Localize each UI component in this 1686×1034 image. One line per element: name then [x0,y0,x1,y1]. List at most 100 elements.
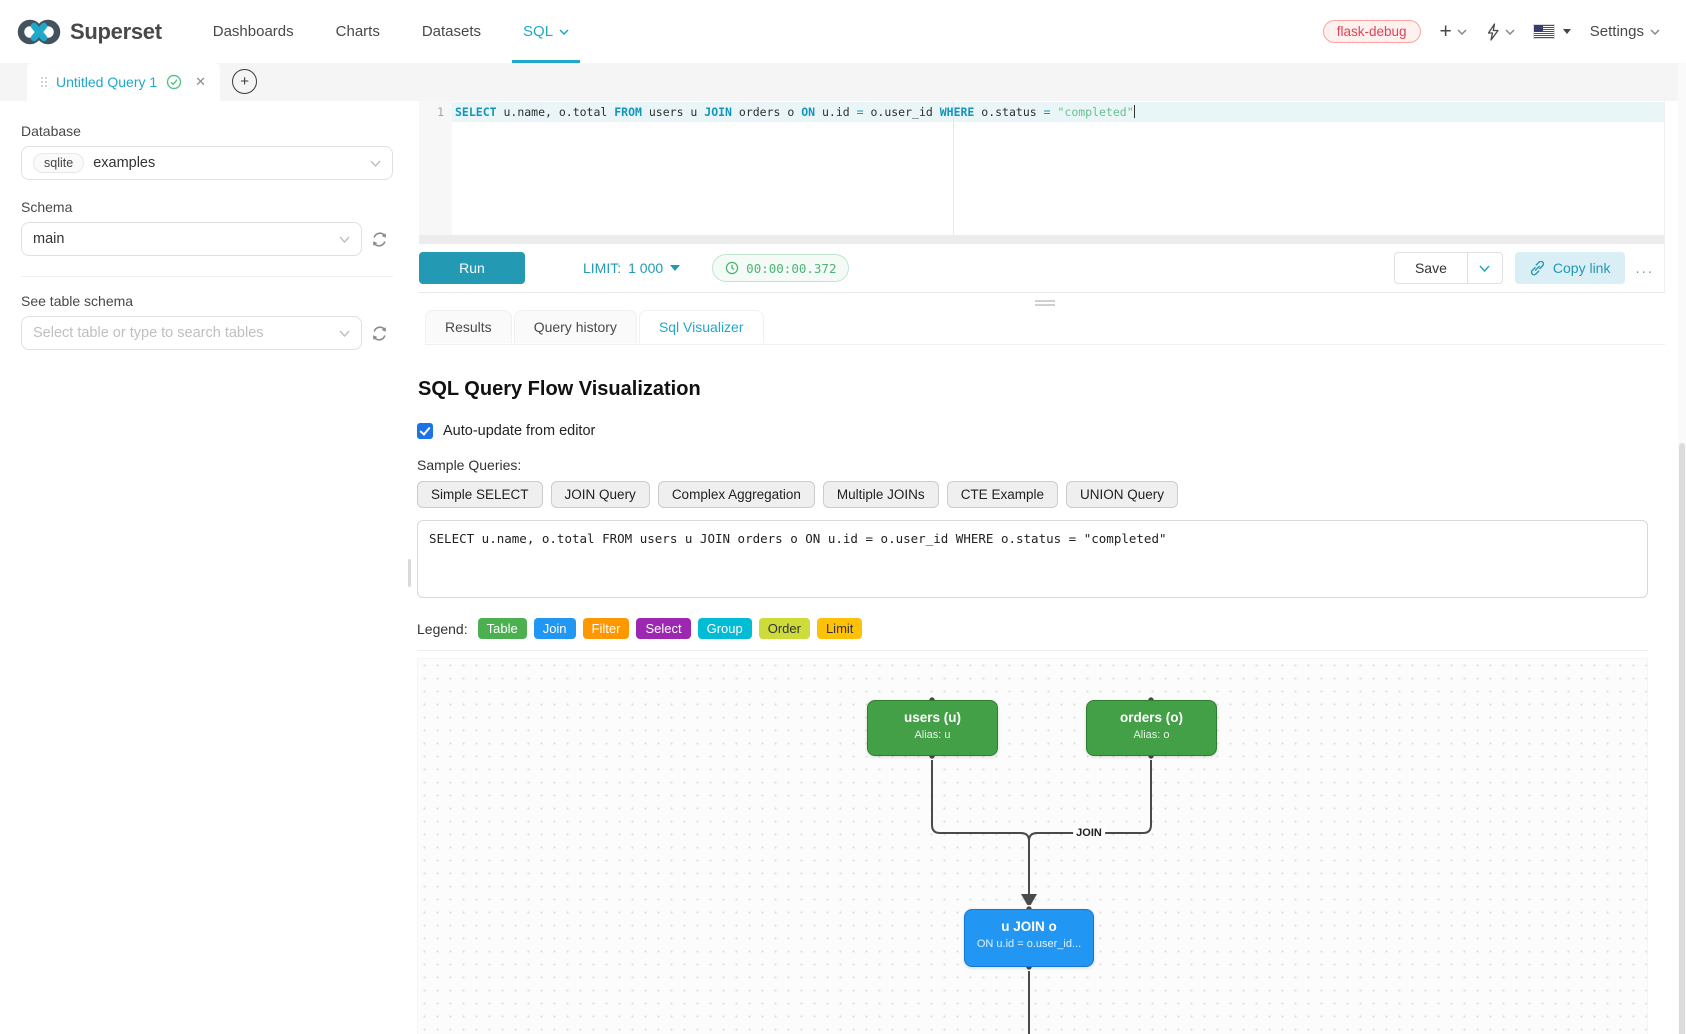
superset-logo-icon [17,19,61,44]
brand-name: Superset [70,18,162,44]
line-number: 1 [437,105,444,119]
drag-grip-icon[interactable] [41,77,47,87]
caret-down-icon [670,265,681,271]
auto-update-checkbox[interactable] [417,423,433,439]
divider [417,650,1648,651]
auto-update-label: Auto-update from editor [443,423,596,439]
flow-node-subtitle: ON u.id = o.user_id... [976,938,1082,950]
chevron-down-icon [1650,28,1660,35]
nav-item-sql[interactable]: SQL [502,0,590,63]
lightning-icon [1487,22,1499,41]
nav-item-label: Charts [335,23,380,40]
editor-resize-strip[interactable] [419,235,1664,244]
flow-edges [927,695,1156,1034]
sample-query-buttons: Simple SELECT JOIN Query Complex Aggregati… [417,481,1648,508]
sample-query-button-simple-select[interactable]: Simple SELECT [417,481,543,508]
sample-query-button-cte-example[interactable]: CTE Example [946,481,1058,508]
editor-gutter: 1 [419,101,452,235]
plus-icon: + [1439,20,1452,43]
caret-down-icon [1562,29,1571,34]
main-nav: Dashboards Charts Datasets SQL [192,0,590,63]
chevron-down-icon [364,160,381,167]
sql-token-op: = [856,105,864,119]
copy-link-button[interactable]: Copy link [1514,252,1626,284]
more-actions-button[interactable]: ... [1635,259,1654,277]
nav-item-label: Datasets [421,23,482,40]
query-timer: 00:00:00.372 [712,254,850,282]
visualizer-panel: SQL Query Flow Visualization Auto-update… [417,346,1648,1034]
query-text-input[interactable] [417,520,1648,598]
page-title: SQL Query Flow Visualization [418,378,701,400]
schema-label: Schema [21,199,73,215]
language-picker[interactable] [1532,24,1571,39]
chevron-down-icon [1457,28,1467,35]
nav-item-label: SQL [523,23,554,40]
query-tabbar: Untitled Query 1 ✕ + [0,63,1686,101]
sample-query-button-multiple-joins[interactable]: Multiple JOINs [822,481,939,508]
chevron-down-icon [559,28,569,35]
flow-node-subtitle: Alias: u [914,729,951,741]
pane-drag-handle[interactable] [1035,300,1055,308]
flow-node-title: users (u) [903,710,961,725]
sample-query-button-union-query[interactable]: UNION Query [1065,481,1178,508]
nav-item-dashboards[interactable]: Dashboards [192,0,315,63]
limit-dropdown[interactable]: LIMIT: 1 000 [583,260,681,276]
close-icon[interactable]: ✕ [195,74,207,89]
active-line-highlight [452,102,1664,122]
refresh-icon[interactable] [371,325,388,342]
run-button[interactable]: Run [419,252,525,284]
sql-token-pl: orders o [731,105,802,119]
tab-query-history[interactable]: Query history [513,310,637,343]
navbar-right: flask-debug + Settings [1322,20,1660,43]
tab-sql-visualizer[interactable]: Sql Visualizer [638,310,764,343]
sql-code-editor[interactable]: 1 SELECT u.name, o.total FROM users u JO… [419,101,1664,244]
sql-token-kw: FROM [614,105,642,119]
join-edge-label: JOIN [1073,826,1105,840]
link-icon [1530,260,1544,275]
sql-token-kw: SELECT [455,105,497,119]
legend-badge-table: Table [477,618,527,639]
settings-label: Settings [1589,23,1644,40]
nav-item-charts[interactable]: Charts [315,0,401,63]
database-select[interactable]: sqlite examples [21,146,393,180]
flow-node-orders[interactable]: orders (o)Alias: o [1086,700,1217,756]
refresh-icon[interactable] [371,231,388,248]
save-button[interactable]: Save [1393,252,1467,284]
nav-item-datasets[interactable]: Datasets [401,0,502,63]
page-scrollbar[interactable] [1678,63,1686,1034]
run-toolbar: Run LIMIT: 1 000 00:00:00.372 Save [419,244,1664,292]
flow-node-title: u JOIN o [1001,919,1057,934]
table-select[interactable]: Select table or type to search tables [21,316,362,350]
flow-node-subtitle: Alias: o [1133,729,1170,741]
nav-item-label: Dashboards [212,23,294,40]
query-search-button[interactable] [1486,22,1515,41]
sql-token-kw: ON [801,105,816,119]
add-tab-button[interactable]: + [232,69,258,94]
query-tab[interactable]: Untitled Query 1 ✕ [27,63,221,101]
clock-icon [725,261,739,275]
settings-menu[interactable]: Settings [1590,23,1660,40]
table-schema-label: See table schema [21,293,134,309]
chevron-down-icon [1479,264,1490,272]
sidebar-resizer[interactable] [408,559,411,587]
legend-label: Legend: [417,620,468,637]
new-item-button[interactable]: + [1440,21,1467,42]
sample-query-button-complex-aggregation[interactable]: Complex Aggregation [657,481,815,508]
tab-results[interactable]: Results [425,310,512,343]
flow-node-join[interactable]: u JOIN o ON u.id = o.user_id... [964,909,1094,967]
sql-token-pl: o.status [974,105,1044,119]
sql-token-pl: o.user_id [863,105,940,119]
superset-logo[interactable]: Superset [17,17,162,47]
schema-select[interactable]: main [21,222,362,256]
flow-canvas[interactable]: JOIN users (u) Alias: u orders (o)Alias: o… [417,658,1648,1034]
sidebar-divider [21,276,393,277]
flow-node-users[interactable]: users (u) Alias: u [867,700,998,756]
environment-badge: flask-debug [1322,20,1421,43]
legend-badge-filter: Filter [582,618,630,639]
limit-label: LIMIT: [583,260,622,276]
save-dropdown-button[interactable] [1466,252,1503,284]
sample-query-button-join-query[interactable]: JOIN Query [550,481,650,508]
sql-token-str: "completed" [1050,105,1134,119]
page-scrollbar-thumb[interactable] [1679,443,1685,1034]
